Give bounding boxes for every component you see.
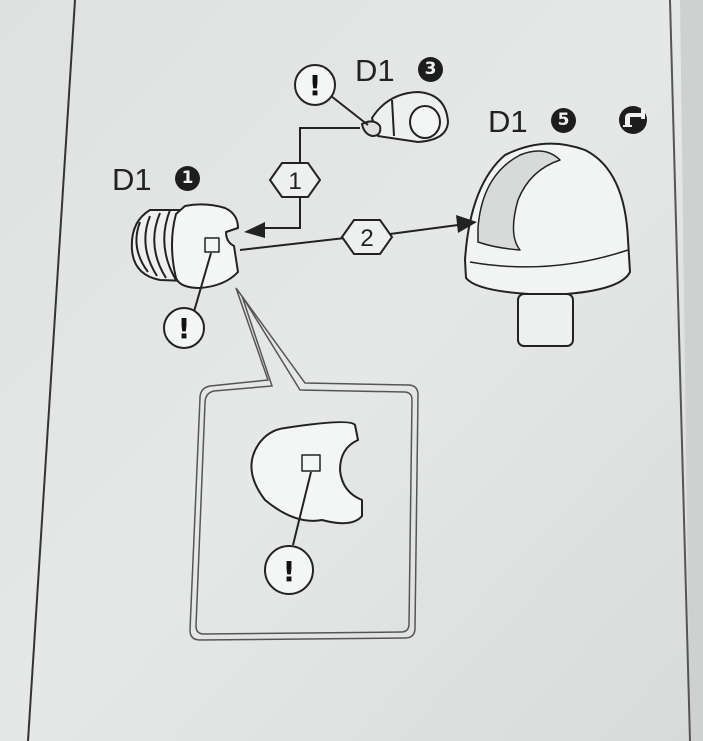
detail-bracket-profile — [250, 421, 363, 525]
part-d1-1-label: D1 — [112, 162, 152, 197]
right-border-line — [669, 0, 691, 741]
step-1-hexagon: 1 — [268, 162, 322, 198]
exclamation-warning-icon: ! — [264, 545, 314, 595]
exclamation-warning-icon: ! — [163, 307, 205, 349]
part-d1-5-knob — [464, 142, 631, 347]
step-2-hexagon: 2 — [340, 219, 394, 255]
step-1-number: 1 — [288, 168, 301, 195]
part-d1-1-number-badge: 1 — [175, 166, 200, 191]
svg-text:!: ! — [178, 312, 191, 345]
warning-line-part-1 — [192, 252, 212, 316]
part-d1-3-label: D1 — [355, 53, 395, 88]
faucet-icon — [619, 106, 647, 134]
step-2-number: 2 — [360, 225, 373, 252]
svg-text:!: ! — [309, 69, 322, 102]
svg-text:!: ! — [283, 555, 296, 588]
part-d1-1-bracket — [130, 203, 239, 289]
warning-line-part-3 — [330, 95, 369, 126]
exclamation-warning-icon: ! — [294, 64, 336, 106]
part-d1-3-number-badge: 3 — [418, 57, 443, 82]
detail-callout — [189, 287, 419, 641]
part-d1-5-number-badge: 5 — [551, 108, 576, 133]
step-2-arrow — [239, 215, 477, 251]
left-border-line — [27, 0, 76, 741]
warning-line-detail — [292, 471, 312, 546]
part-d1-5-label: D1 — [488, 104, 528, 139]
